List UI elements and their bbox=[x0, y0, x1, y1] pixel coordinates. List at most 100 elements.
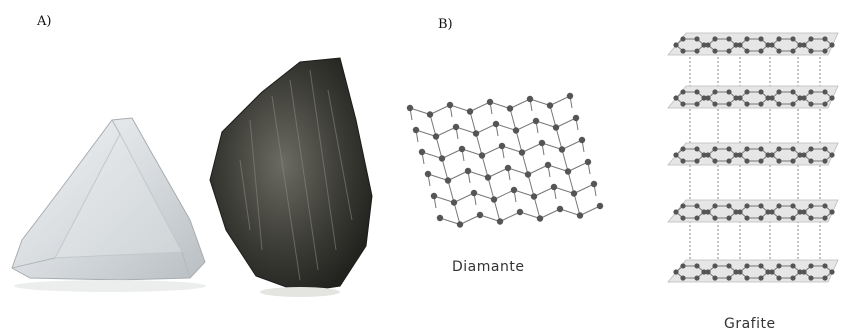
graphite-layer bbox=[668, 33, 838, 55]
carbon-atom bbox=[737, 269, 742, 274]
carbon-atom bbox=[680, 215, 685, 220]
carbon-atom bbox=[758, 101, 763, 106]
carbon-atom bbox=[822, 101, 827, 106]
carbon-atom bbox=[705, 42, 710, 47]
carbon-atom bbox=[829, 42, 834, 47]
carbon-atom bbox=[758, 36, 763, 41]
diamond-structure-caption: Diamante bbox=[452, 259, 524, 275]
carbon-atom bbox=[808, 101, 813, 106]
carbon-atom bbox=[808, 89, 813, 94]
carbon-atom bbox=[776, 36, 781, 41]
carbon-atom bbox=[776, 146, 781, 151]
carbon-atom bbox=[801, 42, 806, 47]
carbon-atom bbox=[673, 42, 678, 47]
carbon-atom bbox=[712, 158, 717, 163]
carbon-atom bbox=[769, 42, 774, 47]
carbon-atom bbox=[822, 158, 827, 163]
carbon-atom bbox=[673, 95, 678, 100]
carbon-atom bbox=[808, 158, 813, 163]
carbon-atom bbox=[758, 203, 763, 208]
carbon-atom bbox=[758, 215, 763, 220]
carbon-atom bbox=[801, 152, 806, 157]
carbon-atom bbox=[673, 152, 678, 157]
carbon-atom bbox=[726, 275, 731, 280]
carbon-atom bbox=[726, 101, 731, 106]
carbon-atom bbox=[790, 263, 795, 268]
carbon-atom bbox=[758, 48, 763, 53]
carbon-atom bbox=[776, 101, 781, 106]
carbon-atom bbox=[790, 158, 795, 163]
carbon-atom bbox=[790, 146, 795, 151]
carbon-atom bbox=[705, 269, 710, 274]
carbon-atom bbox=[801, 95, 806, 100]
carbon-atom bbox=[712, 275, 717, 280]
carbon-atom bbox=[726, 203, 731, 208]
carbon-atom bbox=[694, 203, 699, 208]
carbon-atom bbox=[829, 152, 834, 157]
carbon-atom bbox=[726, 263, 731, 268]
carbon-atom bbox=[680, 275, 685, 280]
carbon-atom bbox=[712, 203, 717, 208]
carbon-atom bbox=[680, 146, 685, 151]
carbon-atom bbox=[694, 263, 699, 268]
graphite-structure-caption: Grafite bbox=[724, 316, 776, 332]
carbon-atom bbox=[776, 203, 781, 208]
carbon-atom bbox=[758, 263, 763, 268]
carbon-atom bbox=[712, 101, 717, 106]
carbon-atom bbox=[694, 101, 699, 106]
carbon-atom bbox=[822, 48, 827, 53]
carbon-atom bbox=[758, 89, 763, 94]
carbon-atom bbox=[808, 263, 813, 268]
carbon-atom bbox=[694, 215, 699, 220]
carbon-atom bbox=[694, 89, 699, 94]
carbon-atom bbox=[829, 269, 834, 274]
carbon-atom bbox=[822, 146, 827, 151]
carbon-atom bbox=[776, 89, 781, 94]
carbon-atom bbox=[822, 275, 827, 280]
carbon-atom bbox=[680, 89, 685, 94]
carbon-atom bbox=[808, 215, 813, 220]
carbon-atom bbox=[808, 146, 813, 151]
carbon-atom bbox=[776, 48, 781, 53]
carbon-atom bbox=[726, 158, 731, 163]
carbon-atom bbox=[769, 209, 774, 214]
carbon-atom bbox=[808, 36, 813, 41]
carbon-atom bbox=[680, 48, 685, 53]
carbon-atom bbox=[744, 101, 749, 106]
carbon-atom bbox=[694, 146, 699, 151]
graphite-layer bbox=[668, 260, 838, 282]
carbon-atom bbox=[790, 203, 795, 208]
carbon-atom bbox=[822, 89, 827, 94]
carbon-atom bbox=[744, 263, 749, 268]
carbon-atom bbox=[694, 48, 699, 53]
carbon-atom bbox=[673, 209, 678, 214]
carbon-atom bbox=[790, 48, 795, 53]
carbon-atom bbox=[744, 36, 749, 41]
carbon-atom bbox=[705, 152, 710, 157]
carbon-atom bbox=[776, 263, 781, 268]
carbon-atom bbox=[790, 275, 795, 280]
carbon-atom bbox=[680, 203, 685, 208]
carbon-atom bbox=[829, 209, 834, 214]
carbon-atom bbox=[822, 215, 827, 220]
carbon-atom bbox=[776, 158, 781, 163]
carbon-atom bbox=[744, 203, 749, 208]
carbon-atom bbox=[776, 215, 781, 220]
carbon-atom bbox=[726, 89, 731, 94]
carbon-atom bbox=[737, 42, 742, 47]
carbon-atom bbox=[744, 89, 749, 94]
carbon-atom bbox=[712, 146, 717, 151]
carbon-atom bbox=[801, 209, 806, 214]
carbon-atom bbox=[694, 158, 699, 163]
carbon-atom bbox=[769, 269, 774, 274]
carbon-atom bbox=[790, 89, 795, 94]
carbon-atom bbox=[769, 95, 774, 100]
carbon-atom bbox=[712, 89, 717, 94]
carbon-atom bbox=[712, 215, 717, 220]
carbon-atom bbox=[744, 48, 749, 53]
carbon-atom bbox=[808, 48, 813, 53]
carbon-atom bbox=[712, 36, 717, 41]
carbon-atom bbox=[737, 209, 742, 214]
carbon-atom bbox=[673, 269, 678, 274]
carbon-atom bbox=[822, 36, 827, 41]
